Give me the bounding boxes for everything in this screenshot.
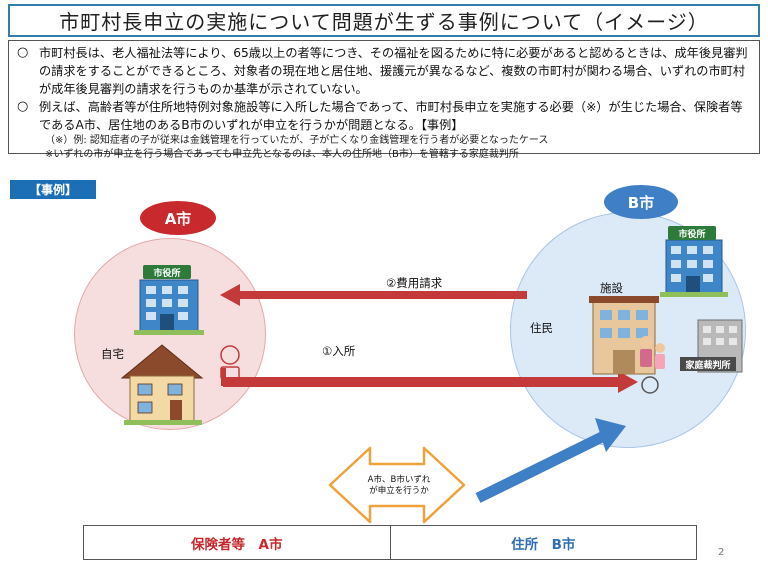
footnote-court: ※いずれの市が申立を行う場合であっても申立先となるのは、本人の住所地（B市）を管… [45, 149, 519, 160]
bullet-item: ○ 市町村長は、老人福祉法等により、65歳以上の者等につき、その福祉を図るために… [17, 44, 751, 98]
comparison-table: 保険者等 A市 住所 B市 [83, 525, 697, 560]
resident-label: 住民 [530, 321, 553, 335]
elderly-wheelchair-icon [640, 336, 665, 394]
page-title-box: 市町村長申立の実施について問題が生ずる事例について（イメージ） [8, 4, 760, 37]
bullet-text: 市町村長は、老人福祉法等により、65歳以上の者等につき、その福祉を図るために特に… [39, 46, 748, 96]
question-line-2: が申立を行うか [369, 486, 429, 496]
bullet-item: ○ 例えば、高齢者等が住所地特例対象施設等に入所した場合であって、市町村長申立を… [17, 98, 751, 134]
family-court-icon: 家庭裁判所 [680, 319, 743, 373]
page-number: 2 [718, 547, 725, 558]
insurer-city-a-cell: 保険者等 A市 [84, 526, 391, 559]
city-hall-a-icon: 市役所 [134, 265, 204, 335]
description-box: ○ 市町村長は、老人福祉法等により、65歳以上の者等につき、その福祉を図るために… [8, 40, 760, 160]
city-hall-b-icon: 市役所 [660, 226, 728, 297]
question-line-1: A市、B市いずれ [367, 475, 431, 485]
home-label: 自宅 [101, 347, 124, 361]
city-hall-a-sign: 市役所 [153, 267, 180, 279]
question-text: A市、B市いずれ が申立を行うか [354, 475, 444, 497]
footnote-example: （※）例: 認知症者の子が従来は金銭管理を行っていたが、子が亡くなり金銭管理を行… [45, 135, 549, 146]
family-court-sign: 家庭裁判所 [685, 359, 730, 371]
blue-arrow-to-b [475, 418, 626, 503]
circle-bullet-icon: ○ [17, 45, 29, 60]
example-tag: 【事例】 [10, 180, 96, 199]
city-hall-b-sign: 市役所 [678, 228, 705, 240]
bullet-text: 例えば、高齢者等が住所地特例対象施設等に入所した場合であって、市町村長申立を実施… [39, 100, 743, 132]
page-title: 市町村長申立の実施について問題が生ずる事例について（イメージ） [59, 10, 709, 34]
footnotes: （※）例: 認知症者の子が従来は金銭管理を行っていたが、子が亡くなり金銭管理を行… [45, 134, 751, 162]
city-b-label: B市 [604, 185, 678, 219]
question-double-arrow [328, 446, 466, 524]
facility-label: 施設 [600, 281, 623, 295]
arrow-cost-claim [220, 284, 527, 306]
home-house-icon [120, 344, 204, 425]
arrow-admission-label: ①入所 [322, 344, 356, 358]
arrow-cost-claim-label: ②費用請求 [386, 276, 443, 290]
address-city-b-cell: 住所 B市 [511, 536, 576, 553]
city-a-label: A市 [140, 201, 216, 235]
arrow-admission [221, 368, 638, 393]
circle-bullet-icon: ○ [17, 99, 29, 114]
